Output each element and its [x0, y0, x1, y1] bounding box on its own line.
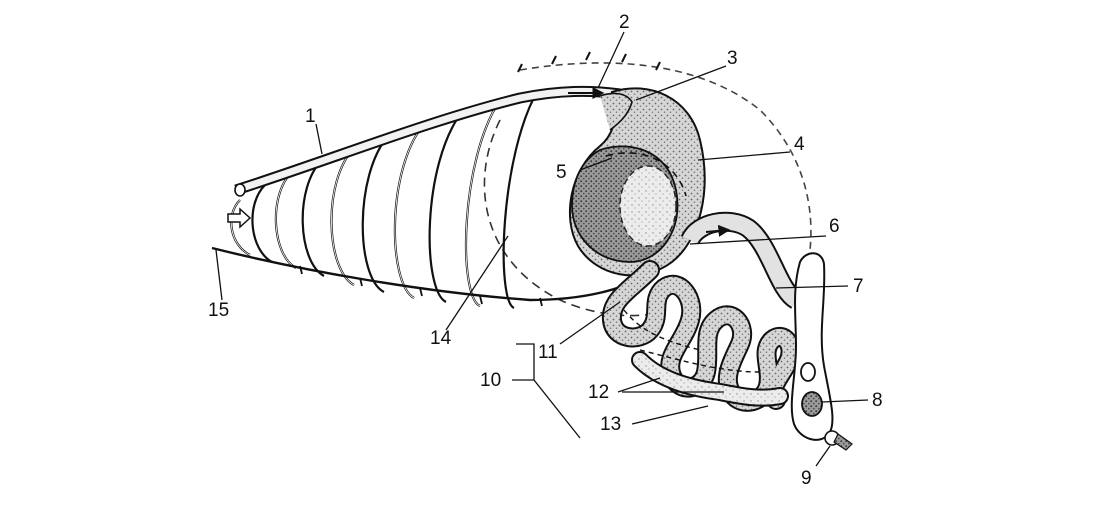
inner-sac-dashed: [605, 152, 687, 197]
label-2: 2: [619, 12, 630, 33]
duodenum-fill: [682, 213, 801, 307]
label-7: 7: [853, 276, 864, 297]
pelvic-cavity: [801, 391, 823, 417]
leader-lines: [215, 31, 869, 467]
label-13: 13: [600, 414, 621, 435]
duodenum-arrow: [705, 224, 731, 237]
label-11: 11: [538, 342, 558, 363]
inner-sac-core: [619, 165, 677, 247]
sternum-ticks: [299, 265, 543, 307]
sternum-bar: [211, 246, 651, 302]
small-intestine: [601, 260, 801, 412]
rib-cage: [230, 89, 539, 310]
cardia-neck: [599, 92, 633, 131]
label-15: 15: [208, 300, 229, 321]
label-8: 8: [872, 390, 883, 411]
label-5: 5: [556, 162, 567, 183]
spine-ticks: [517, 51, 661, 73]
entry-arrow-icon: [227, 207, 252, 229]
obturator-hole: [800, 362, 816, 382]
label-4: 4: [794, 134, 805, 155]
labels: 1 2 3 4 5 6 7 8 9 10 11 12 13 14 15: [208, 12, 883, 489]
label-1: 1: [305, 106, 316, 127]
label-3: 3: [727, 48, 738, 69]
label-9: 9: [801, 468, 812, 489]
rib-cage-inner: [231, 99, 501, 307]
body-outline-lower: [483, 119, 661, 317]
rectum-end: [833, 433, 853, 451]
label-6: 6: [829, 216, 840, 237]
label-12: 12: [588, 382, 609, 403]
label-10: 10: [480, 370, 501, 391]
label-14: 14: [430, 328, 452, 349]
body-outline: [519, 62, 812, 251]
esophagus-opening: [234, 183, 246, 197]
esophagus-core: [234, 87, 621, 194]
